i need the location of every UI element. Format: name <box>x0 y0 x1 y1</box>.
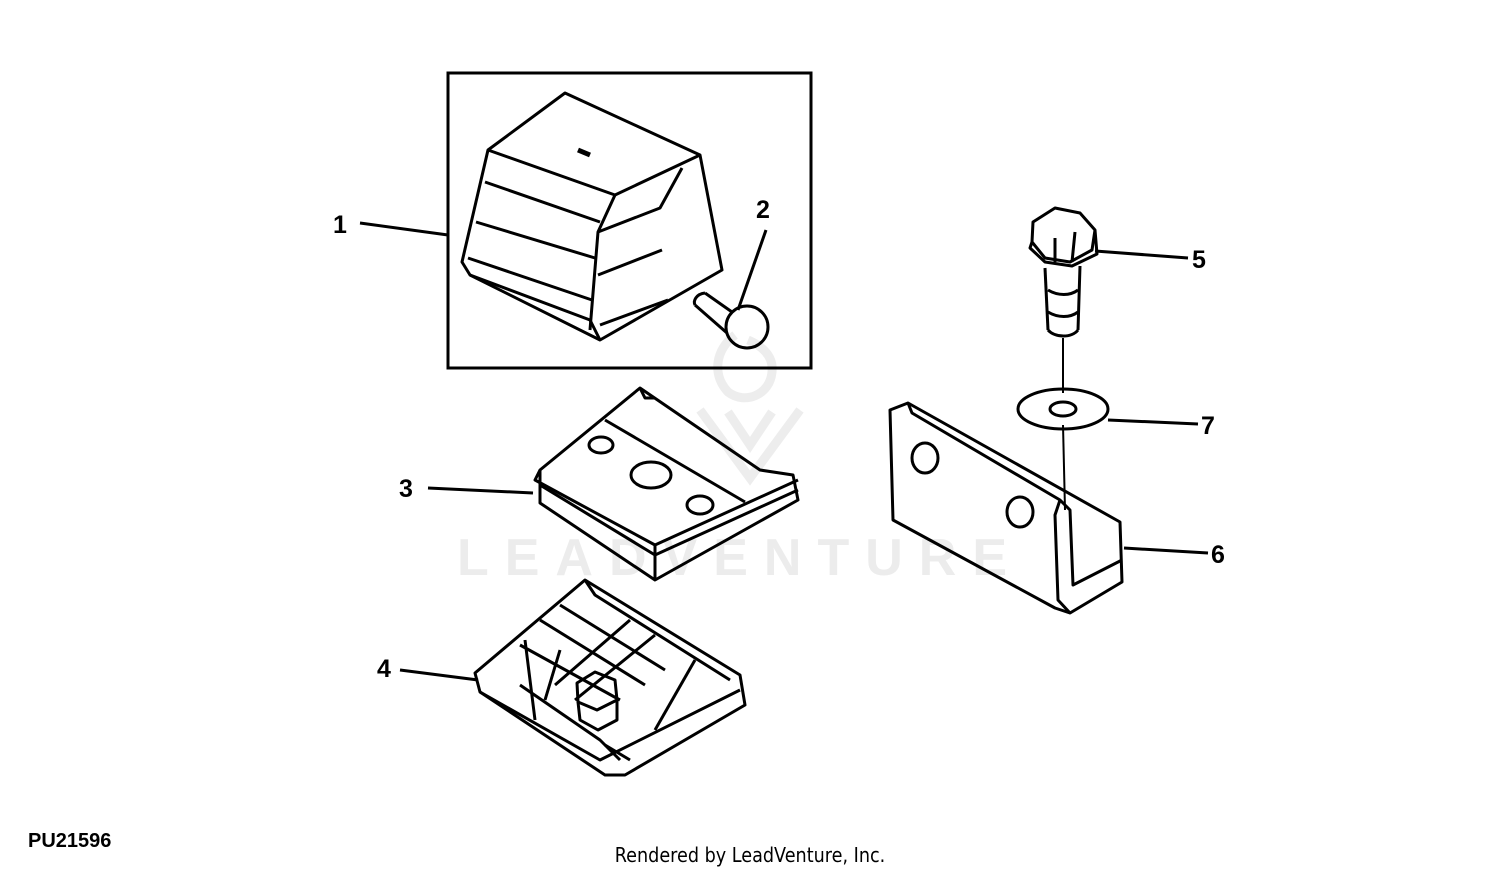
leader-1 <box>359 221 449 237</box>
leader-7 <box>1107 418 1199 426</box>
watermark: LEADVENTURE <box>457 331 1023 587</box>
bolt <box>1028 206 1099 338</box>
callout-2: 2 <box>756 196 770 224</box>
watermark-text: LEADVENTURE <box>457 529 1023 587</box>
leader-6 <box>1123 546 1209 555</box>
callout-6: 6 <box>1211 541 1225 569</box>
bulb <box>692 291 770 350</box>
drawing-id: PU21596 <box>28 830 112 852</box>
callout-4: 4 <box>377 655 391 683</box>
assembly-centerline <box>1062 338 1066 511</box>
washer <box>1016 387 1110 431</box>
callouts: 1 2 3 4 5 6 7 <box>333 196 1225 683</box>
callout-1: 1 <box>333 211 347 239</box>
leader-3 <box>427 486 534 495</box>
kit-box <box>446 71 813 370</box>
lamp-lens <box>460 91 724 342</box>
leader-2 <box>736 229 768 311</box>
bracket <box>888 401 1124 615</box>
callout-5: 5 <box>1192 246 1206 274</box>
leader-lines <box>359 221 1209 682</box>
watermark-logo <box>696 331 804 486</box>
leader-4 <box>399 668 479 682</box>
callout-3: 3 <box>399 475 413 503</box>
base-housing <box>473 578 747 777</box>
leader-5 <box>1094 249 1189 260</box>
callout-7: 7 <box>1201 412 1215 440</box>
base-plate <box>533 386 800 582</box>
credit-line: Rendered by LeadVenture, Inc. <box>614 843 886 867</box>
